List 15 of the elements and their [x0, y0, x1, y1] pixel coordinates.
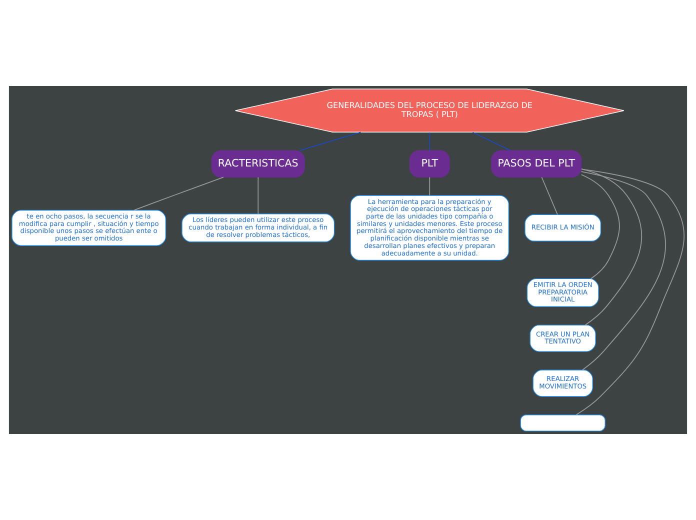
- connector: [576, 168, 684, 416]
- connector: [258, 176, 259, 214]
- node-box: PLT: [409, 150, 450, 178]
- connector: [580, 171, 666, 370]
- connector: [299, 132, 362, 152]
- connector: [429, 132, 430, 151]
- connector: [134, 176, 224, 211]
- node-box: PASOS DEL PLT: [491, 150, 582, 178]
- connector: [580, 174, 620, 280]
- connector: [541, 176, 558, 215]
- connector: [429, 176, 430, 196]
- connector: [581, 168, 642, 326]
- connector: [472, 132, 511, 151]
- node-box: RACTERISTICAS: [211, 150, 305, 178]
- node-box: [520, 414, 606, 432]
